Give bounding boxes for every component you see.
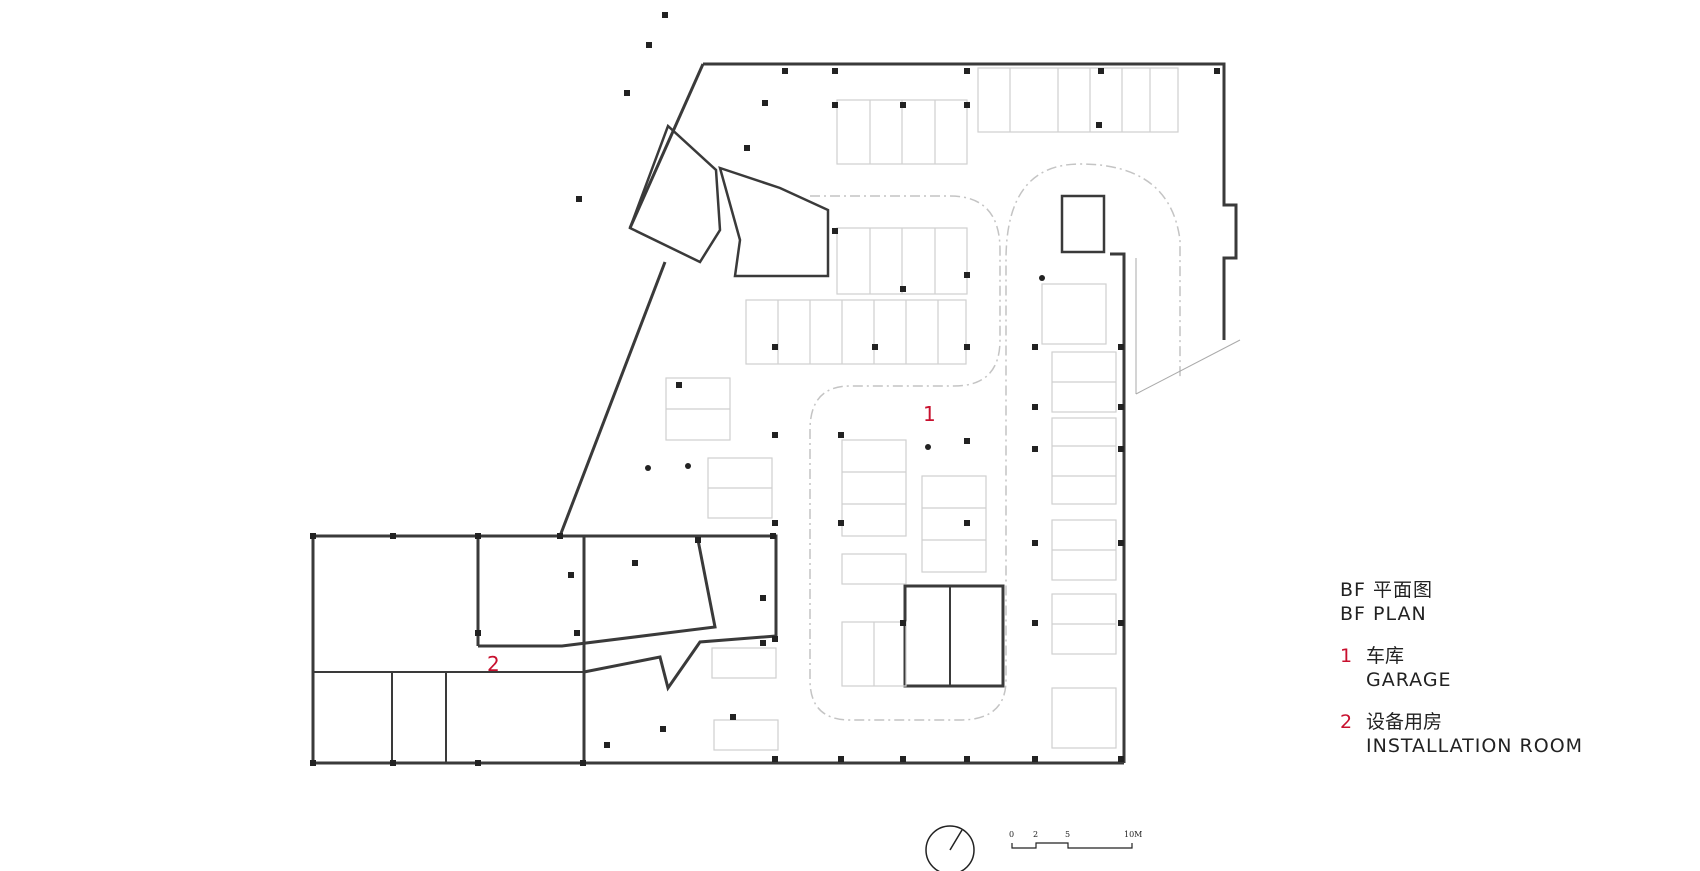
legend-item-garage: 1 车库 GARAGE (1340, 644, 1583, 692)
parking-stalls (665, 67, 1179, 751)
legend-title-en: BF PLAN (1340, 603, 1427, 625)
ramp (1135, 258, 1241, 395)
legend-en: INSTALLATION ROOM (1366, 735, 1584, 757)
scale-tick-5: 5 (1065, 830, 1071, 839)
installation-room-label: 2 (487, 652, 500, 676)
plan-legend: BF 平面图 BF PLAN 1 车库 GARAGE 2 设备用房 INSTALLA… (1340, 578, 1583, 758)
outer-walls (311, 62, 1238, 765)
legend-cn: 设备用房 (1366, 711, 1443, 733)
north-arrow (925, 825, 975, 871)
legend-num: 2 (1340, 711, 1353, 733)
scale-tick-10m: 10M (1124, 830, 1143, 839)
scale-tick-2: 2 (1033, 830, 1039, 839)
legend-item-installation: 2 设备用房 INSTALLATION ROOM (1340, 710, 1583, 758)
scale-bar (1011, 842, 1133, 849)
legend-num: 1 (1340, 645, 1353, 667)
structural-columns (310, 12, 1220, 766)
legend-title-cn: BF 平面图 (1340, 579, 1434, 601)
scale-tick-0: 0 (1009, 830, 1015, 839)
garage-area-label: 1 (923, 402, 936, 426)
legend-en: GARAGE (1366, 669, 1452, 691)
legend-cn: 车库 (1366, 645, 1405, 667)
